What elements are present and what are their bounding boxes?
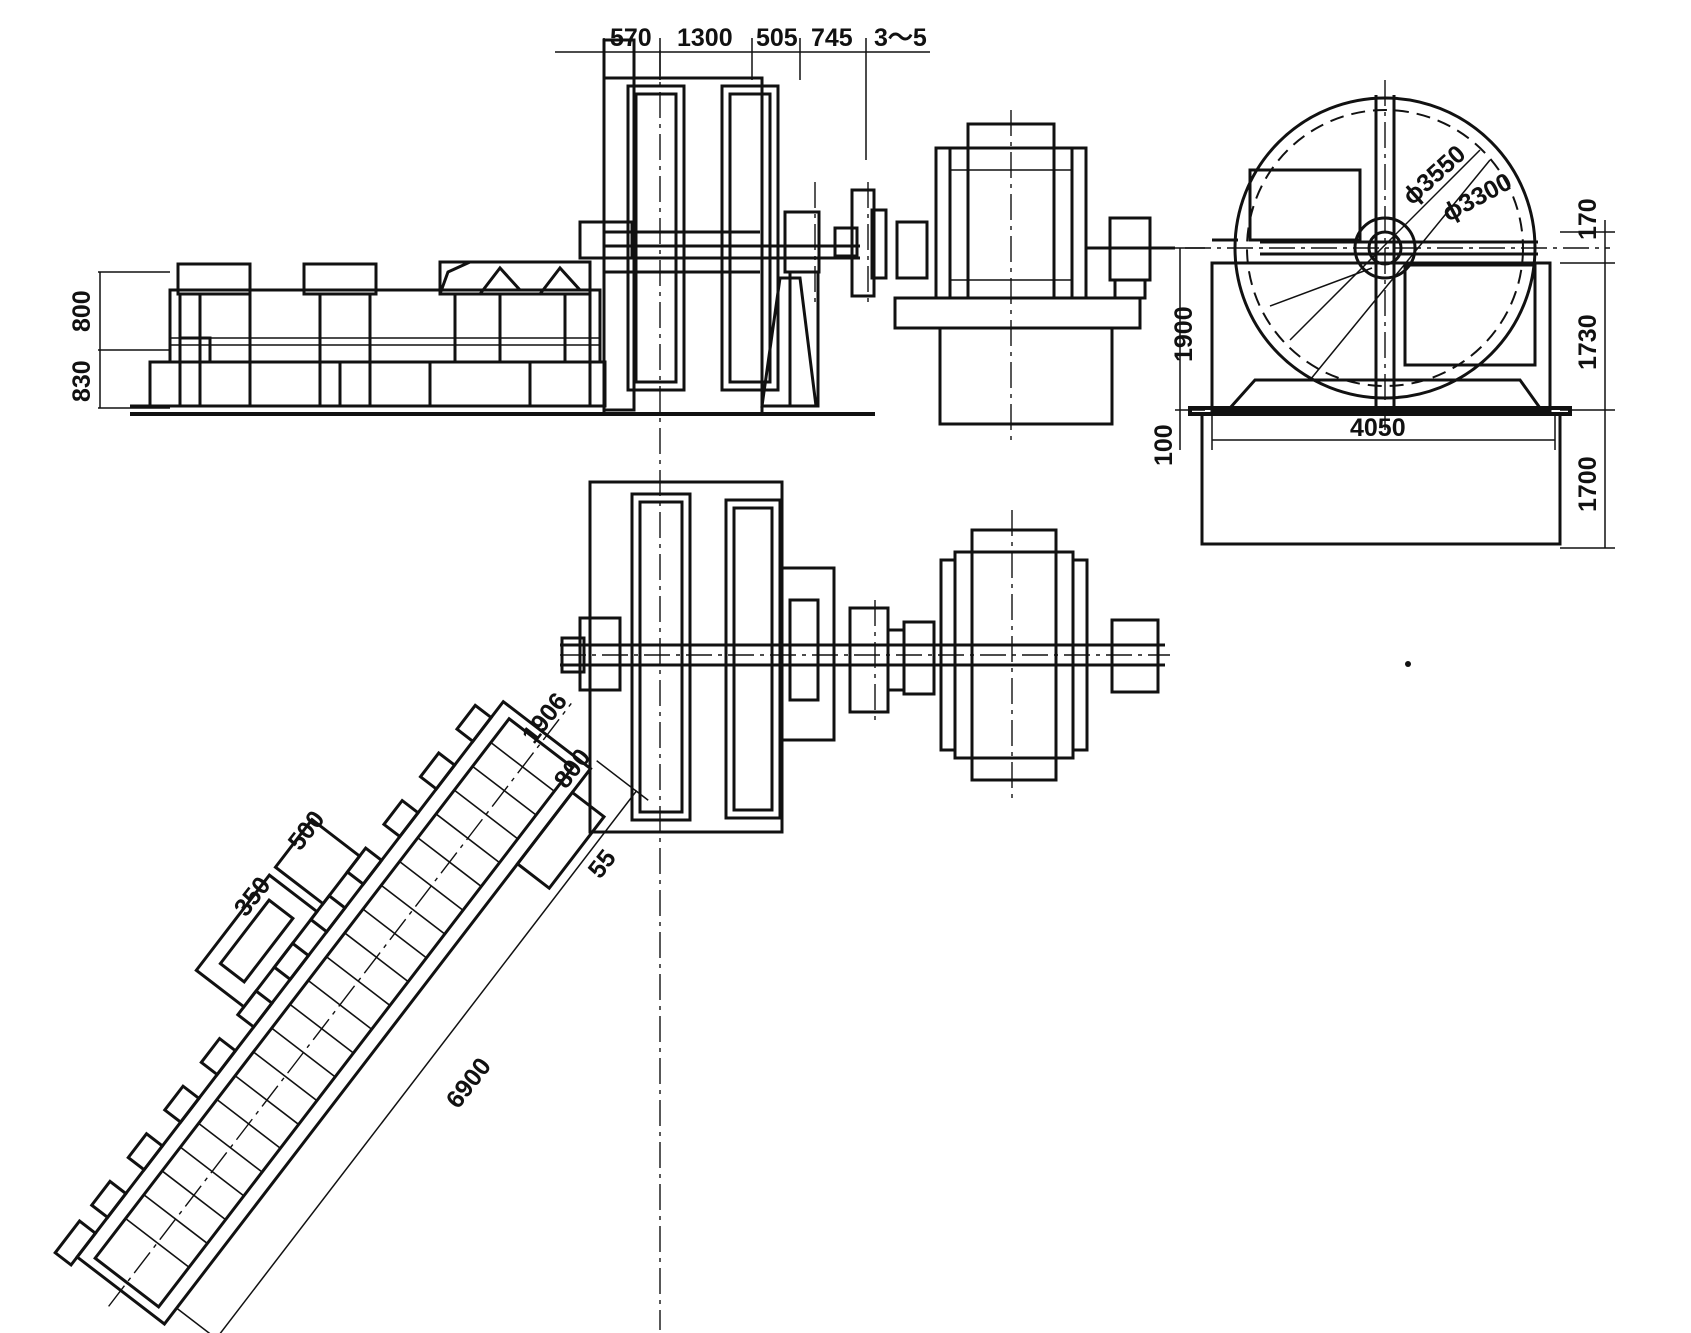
dim-505: 505 [756,24,798,52]
dim-100: 100 [1150,424,1178,466]
dim-1900: 1900 [1170,306,1198,362]
dim-1700: 1700 [1574,456,1602,512]
dim-1300: 1300 [677,24,733,52]
left-elevation-frame [130,260,875,416]
crusher-elevation [578,38,1175,1330]
dim-830-left: 830 [68,360,96,402]
dim-800-left: 800 [68,290,96,332]
dim-170: 170 [1574,198,1602,240]
dim-3to5: 3～5 [874,24,927,52]
dim-4050: 4050 [1350,414,1406,442]
dim-1730: 1730 [1574,314,1602,370]
stray-dot [1405,661,1411,667]
dim-6900: 6900 [441,1053,497,1114]
dimension-lines [98,38,1615,549]
dim-745: 745 [811,24,853,52]
inclined-conveyor [53,699,649,1333]
end-view [1185,80,1610,546]
dim-570: 570 [610,24,652,52]
plan-view [560,480,1170,834]
dim-350: 350 [229,872,277,922]
dim-55: 55 [583,844,622,883]
